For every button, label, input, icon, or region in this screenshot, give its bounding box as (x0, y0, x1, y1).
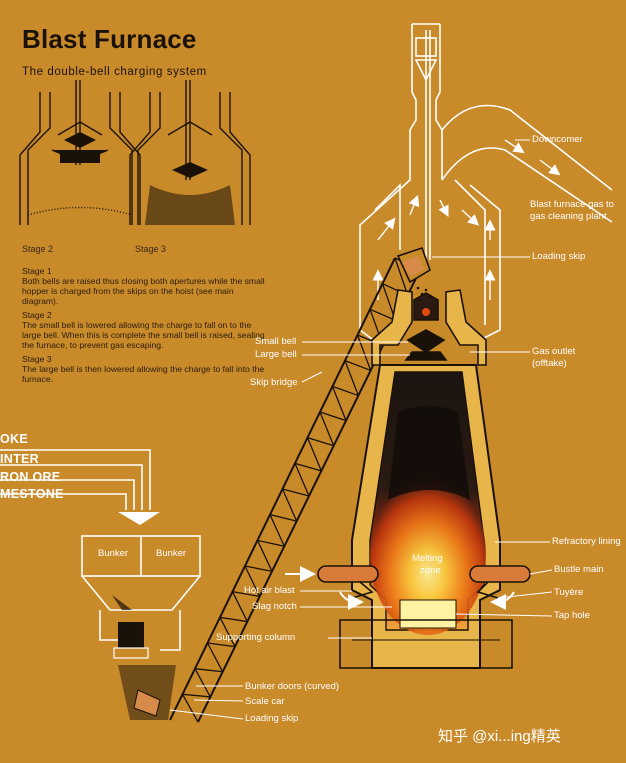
label-zone: zone (420, 565, 441, 576)
bridge-strut (369, 308, 396, 321)
stage3-text: The large bell is then lowered allowing … (22, 364, 265, 384)
stage1-text: Both bells are raised thus closing both … (22, 276, 265, 306)
bridge-strut (356, 334, 372, 371)
bridge-strut (344, 360, 359, 396)
bridge-strut (332, 385, 359, 397)
stage2-hopper-diagram (19, 80, 141, 225)
bridge-strut (344, 360, 371, 372)
bridge-strut (244, 565, 273, 572)
label-large-bell: Large bell (255, 349, 297, 360)
bridge-strut (207, 642, 236, 648)
stage3-heading: Stage 3 (22, 354, 52, 364)
label-gas-to-plant-1: Blast furnace gas to (530, 199, 614, 210)
label-tuyere: Tuyère (554, 587, 584, 598)
bridge-strut (269, 514, 297, 522)
watermark: 知乎 @xi...ing精英 (438, 728, 561, 745)
bridge-strut (257, 539, 285, 547)
label-melting: Melting (412, 553, 443, 564)
label-bunker-doors: Bunker doors (curved) (245, 681, 339, 692)
bridge-strut (232, 591, 260, 598)
bridge-strut (194, 668, 211, 698)
label-small-bell: Small bell (255, 336, 297, 347)
page-title: Blast Furnace (22, 24, 197, 54)
material-limestone: MESTONE (0, 487, 64, 501)
label-loading-skip-top: Loading skip (532, 251, 586, 262)
label-bustle-main: Bustle main (554, 564, 604, 575)
bridge-strut (394, 257, 409, 296)
bridge-strut (319, 411, 335, 447)
stage2-heading: Stage 2 (22, 310, 52, 320)
material-feed-lines (0, 449, 151, 510)
bridge-strut (294, 463, 310, 497)
label-supporting-column: Supporting column (216, 632, 296, 643)
bridge-strut (269, 514, 285, 547)
leader-lines (169, 139, 553, 720)
page-subtitle: The double-bell charging system (22, 66, 207, 78)
label-refractory-lining: Refractory lining (552, 536, 621, 547)
label-gas-outlet-2: (offtake) (532, 358, 567, 369)
bridge-strut (244, 565, 261, 597)
label-hot-air-blast: Hot air blast (244, 585, 295, 596)
bridge-strut (231, 591, 248, 622)
bridge-strut (319, 411, 347, 422)
loading-skip-top (396, 246, 431, 284)
charge-fall-dots (416, 286, 432, 302)
furnace-top-hopper (371, 289, 487, 366)
label-tap-hole: Tap hole (554, 610, 590, 621)
stage2-charge (60, 132, 100, 163)
bridge-strut (182, 693, 211, 698)
furnace-body (339, 364, 513, 669)
stage2-text: The small bell is lowered allowing the c… (22, 320, 265, 350)
stage3-hopper-diagram (129, 80, 251, 225)
material-iron-ore: RON ORE (0, 470, 61, 484)
bridge-strut (256, 540, 273, 572)
bridge-strut (282, 488, 310, 497)
bustle-main (317, 565, 531, 599)
gas-uptake-pipes (359, 23, 613, 346)
stage3-charge (145, 162, 235, 225)
bridge-strut (181, 694, 199, 723)
feed-arrow (118, 512, 160, 525)
stage2-caption: Stage 2 (22, 244, 54, 254)
stage3-caption: Stage 3 (135, 244, 167, 254)
gas-flow-arrows (372, 139, 561, 300)
material-sinter: INTER (0, 452, 39, 466)
bridge-strut (306, 437, 322, 472)
label-downcomer: Downcomer (532, 134, 583, 145)
bridge-strut (281, 488, 298, 522)
label-loading-skip-bottom: Loading skip (245, 713, 299, 724)
bridge-strut (331, 386, 347, 421)
bridge-strut (194, 668, 223, 673)
material-coke: OKE (0, 432, 28, 446)
label-skip-bridge: Skip bridge (250, 377, 298, 388)
bridge-strut (206, 642, 224, 673)
label-slag-notch: Slag notch (252, 601, 297, 612)
label-bunker-left: Bunker (98, 548, 129, 559)
hot-air-arrows (285, 566, 515, 610)
bridge-strut (307, 437, 334, 447)
stage2-note: Stage 2 The small bell is lowered allowi… (22, 310, 272, 350)
label-gas-to-plant-2: gas cleaning plant (530, 211, 607, 222)
label-gas-outlet-1: Gas outlet (532, 346, 576, 357)
label-bunker-right: Bunker (156, 548, 187, 559)
bridge-strut (219, 617, 236, 647)
bridge-strut (219, 616, 248, 623)
label-scale-car: Scale car (245, 696, 285, 707)
stage1-heading: Stage 1 (22, 266, 52, 276)
bridge-strut (294, 462, 322, 472)
stage3-note: Stage 3 The large bell is then lowered a… (22, 354, 272, 384)
bunker-contents (112, 595, 176, 720)
stage1-note: Stage 1 Both bells are raised thus closi… (22, 266, 272, 306)
